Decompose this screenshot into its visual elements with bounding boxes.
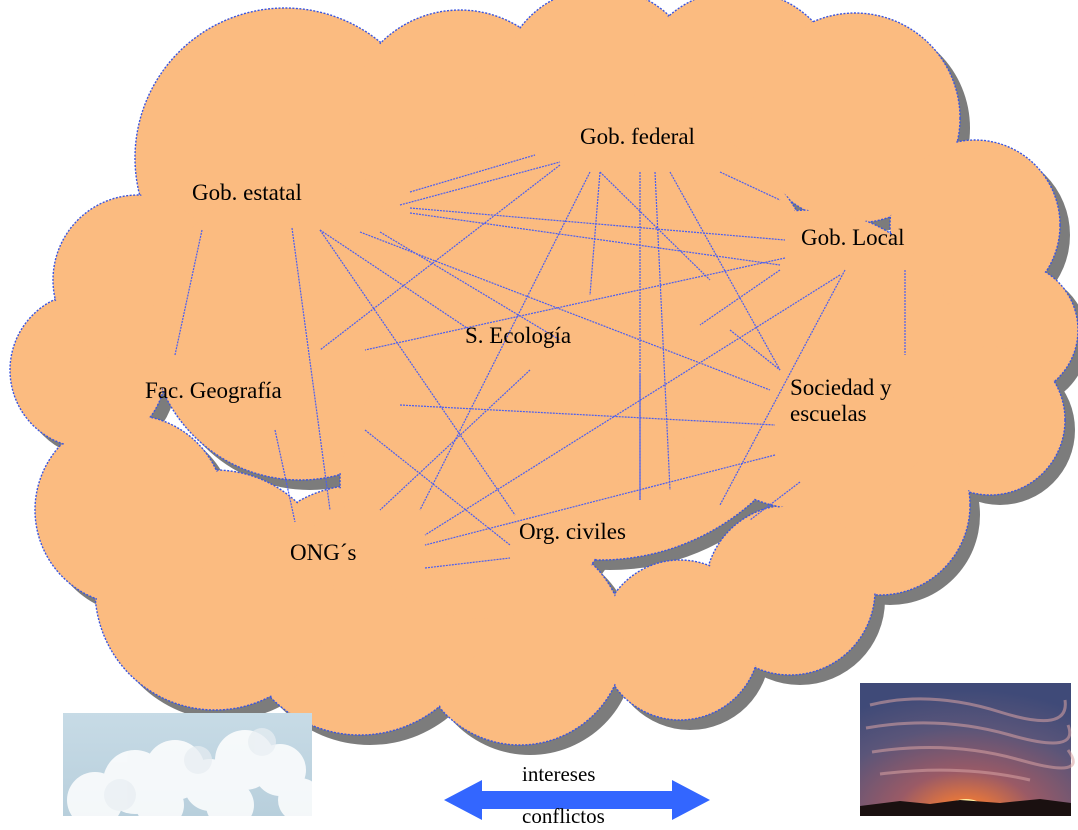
cloud-lobe-fill <box>36 416 224 604</box>
node-gob-federal: Gob. federal <box>580 124 695 149</box>
legend-intereses-label: intereses <box>522 762 596 786</box>
relationship-line <box>654 171 671 491</box>
relationship-line <box>749 481 801 521</box>
node-gob-local: Gob. Local <box>801 225 905 250</box>
relationship-line <box>174 229 203 356</box>
relationship-line <box>379 231 561 341</box>
cloud-lobe-fill <box>751 14 959 222</box>
node-gob-estatal: Gob. estatal <box>192 180 302 205</box>
relationship-line <box>274 429 296 523</box>
node-sociedad-line-1: Sociedad y <box>790 375 892 400</box>
node-s-ecologia: S. Ecología <box>465 323 572 348</box>
relationship-line <box>399 161 561 206</box>
relationship-line <box>589 171 601 296</box>
relationship-line <box>399 404 776 426</box>
double-arrow-icon <box>444 780 710 820</box>
node-sociedad-escuelas: Sociedad y escuelas <box>790 375 892 427</box>
relationship-line <box>719 171 781 201</box>
node-fac-geografia: Fac. Geografía <box>145 378 282 403</box>
relationship-line <box>424 454 776 546</box>
relationship-line <box>359 231 771 391</box>
node-sociedad-line-2: escuelas <box>790 401 867 426</box>
relationship-line <box>719 269 846 506</box>
clouds-photo <box>63 713 322 829</box>
relationship-line <box>319 164 561 351</box>
relationship-line <box>729 329 781 371</box>
relationship-line <box>409 207 786 241</box>
relationship-line <box>409 154 536 193</box>
relationship-line <box>291 227 331 511</box>
relationship-line <box>319 229 471 331</box>
relationship-line <box>419 171 591 511</box>
relationship-line <box>364 429 511 546</box>
cloud-lobe-fill <box>341 341 619 619</box>
relationship-line <box>599 171 711 281</box>
relationship-line <box>699 269 781 326</box>
legend-conflictos-label: conflictos <box>522 804 605 828</box>
relationship-lines <box>174 154 906 569</box>
cloud-lobe-fill <box>661 211 959 509</box>
relationship-line <box>424 274 841 536</box>
sunset-photo <box>860 683 1075 816</box>
relationship-line <box>364 257 786 351</box>
relationship-line <box>319 229 516 516</box>
cloud-shape <box>9 0 1078 746</box>
cloud-lobe-fill <box>601 561 759 719</box>
node-ongs: ONG´s <box>290 540 357 565</box>
relationship-line <box>424 557 511 569</box>
relationship-line <box>379 369 531 511</box>
relationship-line <box>669 171 781 371</box>
node-org-civiles: Org. civiles <box>519 519 626 544</box>
